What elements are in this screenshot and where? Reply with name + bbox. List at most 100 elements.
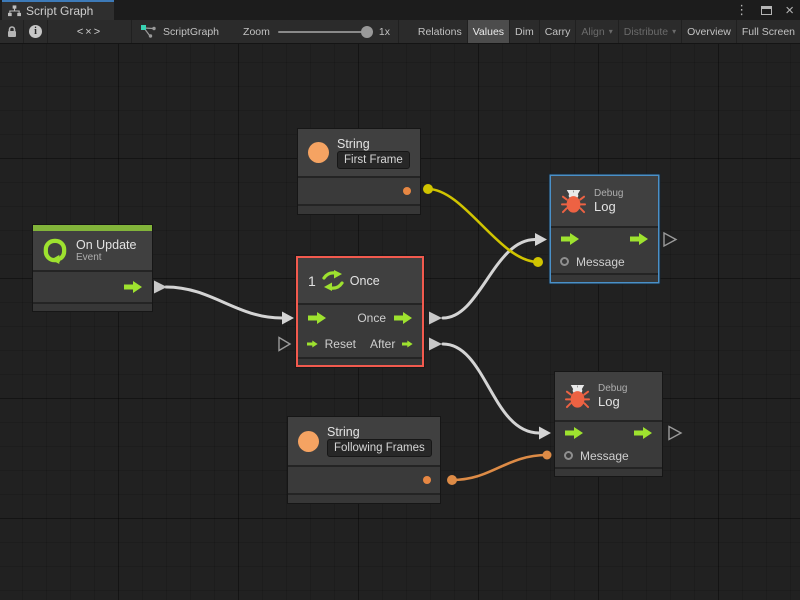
zoom-slider-handle[interactable] xyxy=(360,25,373,38)
maximize-icon[interactable] xyxy=(761,5,773,15)
node-debug-log-bottom[interactable]: Debug Log Message xyxy=(555,372,662,476)
window-menu-icon[interactable]: ⋮ xyxy=(735,2,749,17)
node-subtitle: Event xyxy=(76,252,102,263)
port-triangle-once-out[interactable] xyxy=(429,311,442,325)
wire-arrowhead xyxy=(539,426,551,440)
string-value-field[interactable]: Following Frames xyxy=(327,439,432,457)
node-once[interactable]: 1 Once Once Reset After xyxy=(298,258,422,365)
after-output-port[interactable] xyxy=(402,338,413,350)
string-type-icon xyxy=(308,142,329,163)
port-triangle-debugbottom-out[interactable] xyxy=(668,425,683,441)
loop-event-icon xyxy=(43,238,67,264)
wire-onupdate-to-once[interactable] xyxy=(164,285,284,320)
wire-layer xyxy=(154,184,683,485)
value-wire-start-dot xyxy=(447,475,457,485)
reset-input-port[interactable] xyxy=(307,338,318,350)
values-button[interactable]: Values xyxy=(467,20,511,43)
port-triangle-debugtop-out[interactable] xyxy=(663,231,678,248)
tab-title: Script Graph xyxy=(26,4,94,18)
fullscreen-button[interactable]: Full Screen xyxy=(741,25,795,38)
port-triangle-after-out[interactable] xyxy=(429,337,442,351)
caret-down-icon: ▾ xyxy=(672,27,677,36)
carry-button[interactable]: Carry xyxy=(540,20,577,43)
overview-button[interactable]: Overview xyxy=(682,20,737,43)
node-footer xyxy=(298,357,422,365)
toolbar-toggles: Relations Values Dim Carry Align▾ Distri… xyxy=(413,20,800,43)
bug-icon xyxy=(565,384,590,409)
breadcrumb-label: ScriptGraph xyxy=(163,25,220,38)
tab-script-graph[interactable]: Script Graph xyxy=(2,0,114,20)
flow-output-port[interactable] xyxy=(629,233,649,245)
message-input-port[interactable] xyxy=(564,451,573,460)
lock-icon xyxy=(7,26,16,37)
flow-input-port[interactable] xyxy=(560,233,580,245)
edit-source-button[interactable]: <×> xyxy=(48,20,132,43)
node-footer xyxy=(551,273,658,282)
port-label-message: Message xyxy=(580,448,629,463)
wire-after-to-debug-bottom[interactable] xyxy=(441,342,541,435)
graph-canvas[interactable]: String First Frame On Update xyxy=(0,44,800,600)
node-footer xyxy=(298,204,420,214)
once-output-port[interactable] xyxy=(393,312,413,324)
zoom-value: 1x xyxy=(378,25,390,38)
breadcrumb[interactable]: ScriptGraph xyxy=(132,20,229,43)
node-string-following-frames[interactable]: String Following Frames xyxy=(288,417,440,503)
port-label-once: Once xyxy=(357,311,386,325)
string-value-field[interactable]: First Frame xyxy=(337,150,410,169)
port-triangle-reset-in[interactable] xyxy=(278,336,292,352)
dim-button[interactable]: Dim xyxy=(510,20,540,43)
port-triangle-onupdate-out[interactable] xyxy=(154,280,167,294)
wire-arrowhead xyxy=(535,233,547,246)
window-controls: ⋮ × xyxy=(735,0,794,20)
zoom-slider[interactable] xyxy=(277,25,373,38)
wire-arrowhead xyxy=(282,311,294,325)
lock-button[interactable] xyxy=(0,20,24,43)
wire-once-to-debug-top[interactable] xyxy=(441,238,537,320)
tab-bar: Script Graph ⋮ × xyxy=(0,0,800,20)
node-title: Once xyxy=(349,273,380,288)
node-footer xyxy=(33,302,152,311)
once-count: 1 xyxy=(308,272,316,289)
node-subtitle: Debug xyxy=(594,188,624,199)
wire-followingframes-to-message[interactable] xyxy=(450,453,549,482)
flow-input-port[interactable] xyxy=(564,427,584,439)
node-debug-log-top[interactable]: Debug Log Message xyxy=(551,176,658,282)
node-on-update[interactable]: On Update Event xyxy=(33,225,152,311)
port-label-message: Message xyxy=(576,254,625,269)
event-header-strip xyxy=(33,225,152,231)
node-string-first-frame[interactable]: String First Frame xyxy=(298,129,420,214)
node-title: String xyxy=(337,136,370,151)
node-title: On Update xyxy=(76,238,137,252)
zoom-control: Zoom 1x xyxy=(229,20,399,43)
zoom-label: Zoom xyxy=(243,25,270,38)
cycle-icon xyxy=(322,270,344,291)
info-icon: i xyxy=(29,25,42,38)
graph-tab-icon xyxy=(8,5,21,17)
info-button[interactable]: i xyxy=(24,20,48,43)
align-button[interactable]: Align▾ xyxy=(576,20,619,43)
wire-firstframe-to-message[interactable] xyxy=(426,187,540,264)
relations-button[interactable]: Relations xyxy=(413,20,468,43)
string-type-icon xyxy=(298,430,319,452)
string-output-port[interactable] xyxy=(423,476,431,484)
string-output-port[interactable] xyxy=(403,187,411,195)
value-wire-start-dot xyxy=(423,184,433,194)
port-label-after: After xyxy=(370,337,396,351)
node-footer xyxy=(288,493,440,503)
script-graph-icon xyxy=(141,24,156,38)
value-wire-end-dot xyxy=(533,257,543,267)
close-icon[interactable]: × xyxy=(785,1,794,19)
graph-toolbar: i <×> ScriptGraph Zoom 1x Relations Valu… xyxy=(0,20,800,44)
caret-down-icon: ▾ xyxy=(608,27,613,36)
flow-output-port[interactable] xyxy=(633,427,653,439)
bug-icon xyxy=(561,189,586,214)
node-title: Log xyxy=(594,199,616,214)
port-label-reset: Reset xyxy=(324,337,356,351)
message-input-port[interactable] xyxy=(560,257,569,266)
distribute-button[interactable]: Distribute▾ xyxy=(619,20,683,43)
flow-input-port[interactable] xyxy=(307,312,327,324)
node-footer xyxy=(555,467,662,476)
flow-output-port[interactable] xyxy=(123,281,143,293)
code-icon: <×> xyxy=(76,25,103,38)
